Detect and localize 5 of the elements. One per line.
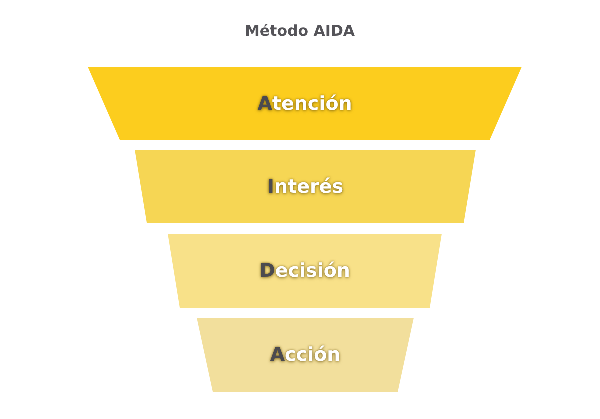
stage-label: Interés xyxy=(267,176,344,198)
stage-label: Decisión xyxy=(260,260,350,282)
stage-label: Atención xyxy=(258,92,352,114)
stage-label: Acción xyxy=(270,344,341,366)
diagram-title: Método AIDA xyxy=(244,22,356,40)
